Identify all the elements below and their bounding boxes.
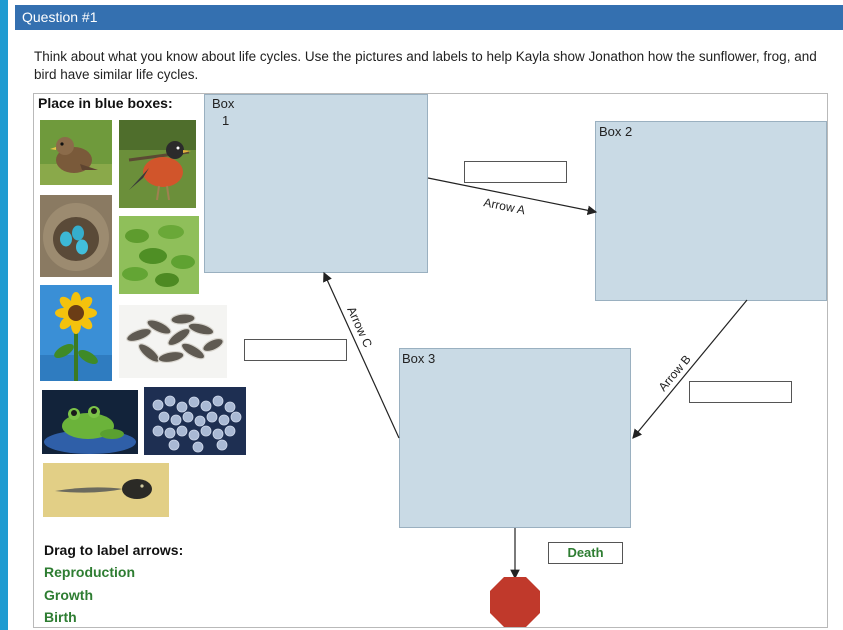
stop-sign-icon	[490, 577, 540, 627]
box-1[interactable]	[204, 94, 428, 273]
growth-label[interactable]: Growth	[44, 587, 93, 603]
bird-eggs-nest-image[interactable]	[40, 195, 112, 277]
palette-title: Place in blue boxes:	[38, 95, 173, 111]
frog-image[interactable]	[42, 390, 138, 454]
box-3[interactable]	[399, 348, 631, 528]
arrow-c-label-slot[interactable]	[244, 339, 347, 361]
adult-robin-image[interactable]	[119, 120, 196, 208]
arrow-a-label-slot[interactable]	[464, 161, 567, 183]
death-label: Death	[548, 542, 623, 564]
box-2[interactable]	[595, 121, 827, 301]
activity-canvas	[33, 93, 828, 628]
box-1-label-line2: 1	[222, 113, 230, 128]
frog-eggs-image[interactable]	[144, 387, 246, 455]
baby-bird-image[interactable]	[40, 120, 112, 185]
question-header: Question #1	[15, 5, 843, 30]
box-3-label: Box 3	[402, 351, 436, 366]
question-prompt: Think about what you know about life cyc…	[34, 49, 817, 82]
box-2-label: Box 2	[599, 124, 633, 139]
reproduction-label[interactable]: Reproduction	[44, 564, 135, 580]
sprouts-image[interactable]	[119, 216, 199, 294]
tadpole-image[interactable]	[43, 463, 169, 517]
arrow-b-label-slot[interactable]	[689, 381, 792, 403]
left-accent-bar	[0, 0, 8, 630]
drag-labels-title: Drag to label arrows:	[44, 542, 184, 558]
sunflower-seeds-image[interactable]	[119, 305, 227, 378]
sunflower-image[interactable]	[40, 285, 112, 381]
birth-label[interactable]: Birth	[44, 609, 77, 625]
box-1-label-line1: Box	[212, 96, 235, 111]
